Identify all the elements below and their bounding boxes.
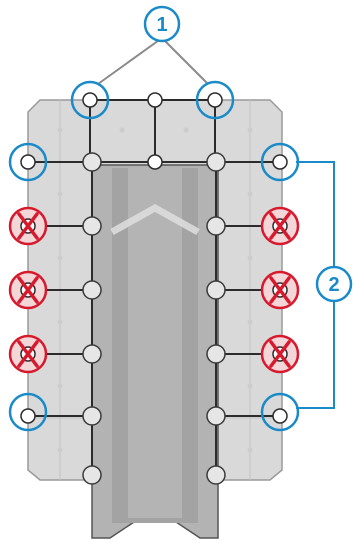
callout-1: 1 bbox=[143, 5, 181, 43]
callout-2: 2 bbox=[315, 265, 353, 303]
node-anchor-icon bbox=[82, 465, 102, 485]
node-small-icon bbox=[272, 408, 288, 424]
callout-1-leaders bbox=[97, 37, 209, 85]
highlight-ring-icon bbox=[260, 142, 300, 182]
red-x-cross-icon bbox=[8, 206, 48, 246]
beam-highlight bbox=[128, 168, 182, 518]
node-anchor-icon bbox=[82, 344, 102, 364]
node-anchor-icon bbox=[206, 406, 226, 426]
callout-2-label: 2 bbox=[328, 274, 339, 296]
red-x-cross-icon bbox=[260, 270, 300, 310]
numbered-callout-circle-icon bbox=[315, 265, 353, 303]
node-anchor-icon bbox=[206, 216, 226, 236]
red-x-cross-icon bbox=[260, 334, 300, 374]
plate-dots bbox=[57, 127, 253, 453]
numbered-callout-circle-icon bbox=[143, 5, 181, 43]
removed-points bbox=[8, 206, 300, 374]
nodes-white bbox=[20, 92, 288, 424]
node-anchor-icon bbox=[206, 465, 226, 485]
node-anchor-icon bbox=[82, 216, 102, 236]
node-anchor-icon bbox=[206, 152, 226, 172]
node-small-icon bbox=[20, 408, 36, 424]
highlight-ring-icon bbox=[8, 392, 48, 432]
highlight-ring-icon bbox=[8, 142, 48, 182]
callout-1-label: 1 bbox=[156, 14, 167, 36]
highlight-ring-icon bbox=[260, 392, 300, 432]
highlight-ring-icon bbox=[195, 80, 235, 120]
highlight-ring-icon bbox=[70, 80, 110, 120]
node-anchor-icon bbox=[206, 280, 226, 300]
node-anchor-icon bbox=[82, 152, 102, 172]
red-x-cross-icon bbox=[8, 334, 48, 374]
red-x-cross-icon bbox=[8, 270, 48, 310]
highlight-rings bbox=[8, 80, 300, 432]
node-small-icon bbox=[272, 154, 288, 170]
node-anchor-icon bbox=[206, 344, 226, 364]
beam-chevron bbox=[110, 203, 200, 236]
node-anchor-icon bbox=[82, 280, 102, 300]
node-small-icon bbox=[207, 92, 223, 108]
node-small-icon bbox=[147, 92, 163, 108]
node-small-icon bbox=[20, 154, 36, 170]
red-x-cross-icon bbox=[260, 206, 300, 246]
node-small-icon bbox=[82, 92, 98, 108]
node-small-icon bbox=[147, 154, 163, 170]
nodes-grey bbox=[82, 152, 226, 485]
node-anchor-icon bbox=[82, 406, 102, 426]
